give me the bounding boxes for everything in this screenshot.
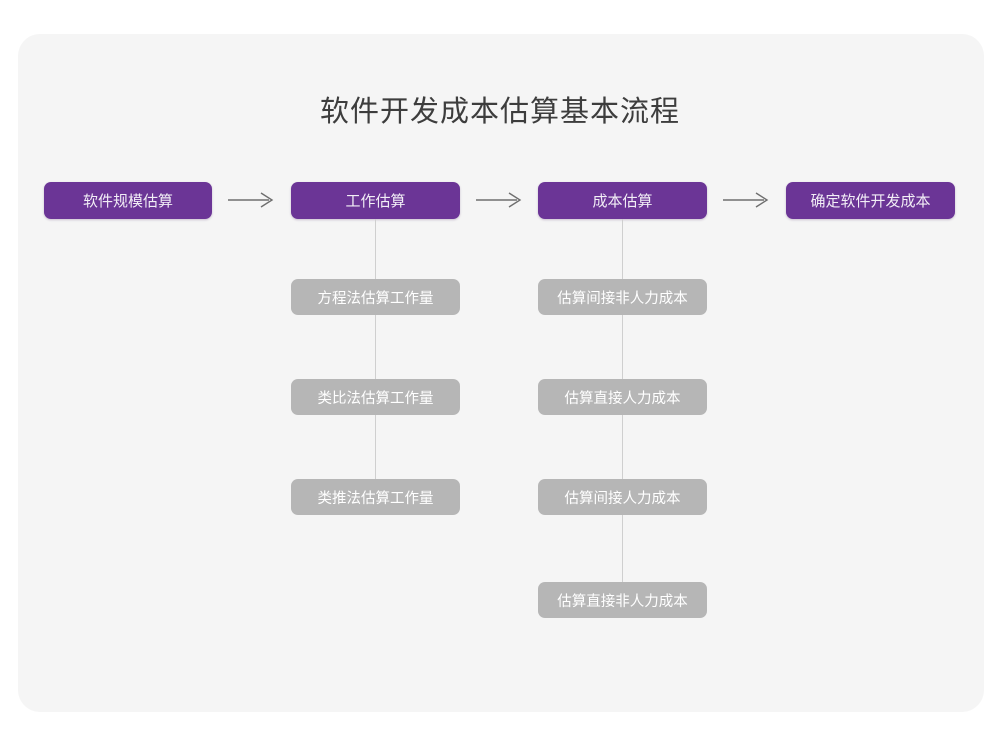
arrow-stage3-to-stage4 <box>723 190 771 210</box>
stage-node-2[interactable]: 工作估算 <box>291 182 460 219</box>
page-title: 软件开发成本估算基本流程 <box>319 94 680 128</box>
substep-node-3-1-label: 估算间接非人力成本 <box>557 290 688 307</box>
arrow-stage2-to-stage3 <box>476 190 524 210</box>
substep-node-2-3[interactable]: 类推法估算工作量 <box>291 479 460 515</box>
diagram-card <box>18 34 984 712</box>
substep-node-3-4[interactable]: 估算直接非人力成本 <box>538 582 707 618</box>
substep-node-2-3-label: 类推法估算工作量 <box>317 490 434 507</box>
substep-node-2-2[interactable]: 类比法估算工作量 <box>291 379 460 415</box>
stage-node-1[interactable]: 软件规模估算 <box>44 182 212 219</box>
connector-stage-2 <box>375 219 376 497</box>
stage-node-4-label: 确定软件开发成本 <box>810 192 931 210</box>
stage-node-1-label: 软件规模估算 <box>82 192 173 210</box>
arrow-stage1-to-stage2 <box>228 190 276 210</box>
substep-node-3-2-label: 估算直接人力成本 <box>564 390 681 407</box>
substep-node-2-1-label: 方程法估算工作量 <box>317 290 434 307</box>
substep-node-2-2-label: 类比法估算工作量 <box>317 390 434 407</box>
substep-node-3-4-label: 估算直接非人力成本 <box>557 593 688 610</box>
stage-node-4[interactable]: 确定软件开发成本 <box>786 182 955 219</box>
substep-node-2-1[interactable]: 方程法估算工作量 <box>291 279 460 315</box>
substep-node-3-2[interactable]: 估算直接人力成本 <box>538 379 707 415</box>
substep-node-3-1[interactable]: 估算间接非人力成本 <box>538 279 707 315</box>
substep-node-3-3-label: 估算间接人力成本 <box>564 490 681 507</box>
substep-node-3-3[interactable]: 估算间接人力成本 <box>538 479 707 515</box>
stage-node-3-label: 成本估算 <box>592 192 653 210</box>
stage-node-2-label: 工作估算 <box>345 192 406 210</box>
stage-node-3[interactable]: 成本估算 <box>538 182 707 219</box>
